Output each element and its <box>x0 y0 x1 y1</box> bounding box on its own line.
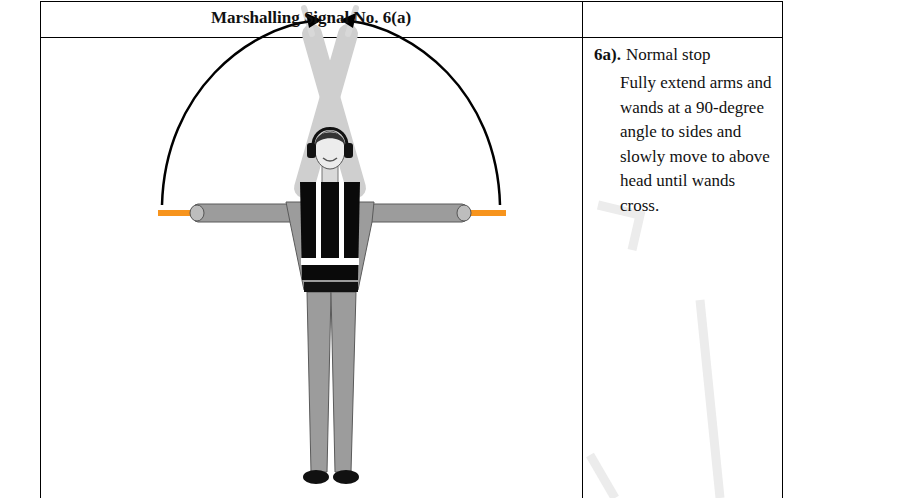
watermark-stroke <box>590 455 615 498</box>
vest <box>300 182 360 280</box>
hand <box>190 205 204 221</box>
leg <box>331 292 356 472</box>
wand <box>158 210 194 216</box>
table-border <box>40 1 783 2</box>
shoe <box>303 470 329 484</box>
ear-muff <box>344 143 353 158</box>
ghost-arm <box>312 34 356 188</box>
raised-arms-ghost <box>304 8 356 188</box>
watermark <box>590 205 720 498</box>
signal-description: Fully extend arms and wands at a 90-degr… <box>620 71 774 218</box>
shoe <box>333 470 359 484</box>
mouth <box>323 158 337 161</box>
vest-strap <box>316 182 321 258</box>
hand <box>457 205 471 221</box>
vest-strap <box>339 182 344 258</box>
headset-band <box>313 129 347 149</box>
table-border <box>40 1 41 498</box>
signal-name: Normal stop <box>626 43 776 68</box>
belt <box>304 282 358 292</box>
signal-number: 6a). <box>594 43 621 68</box>
motion-arrows <box>162 13 500 205</box>
table-grid <box>40 1 783 498</box>
motion-arc <box>350 21 500 205</box>
table-border <box>582 1 583 498</box>
vest-stripe <box>301 258 359 265</box>
ear-muff <box>307 143 316 158</box>
head <box>315 131 345 169</box>
table-header: Marshalling Signal No. 6(a) <box>40 6 582 31</box>
table-border <box>40 37 783 38</box>
watermark-stroke <box>700 300 720 498</box>
hair <box>315 132 345 145</box>
wand <box>466 210 506 216</box>
motion-arc <box>162 21 312 205</box>
leg <box>307 292 331 472</box>
table-border <box>782 1 783 498</box>
marshaller-figure <box>158 129 506 485</box>
